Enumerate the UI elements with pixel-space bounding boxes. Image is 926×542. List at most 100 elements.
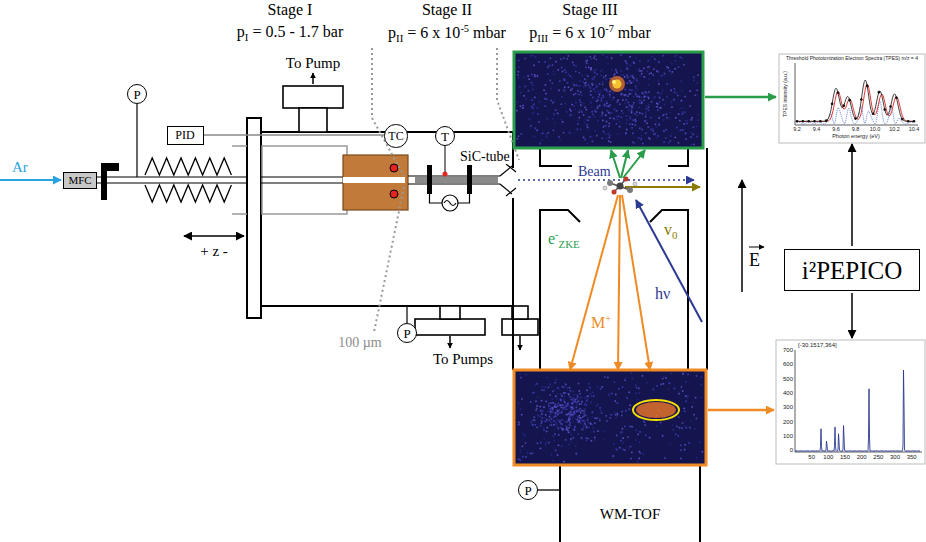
electron-detector-image-part-part bbox=[575, 71, 577, 73]
ion-detector-image-part-part bbox=[569, 396, 571, 398]
tpes-plot-part-part bbox=[837, 91, 840, 94]
ion-detector-image-part-part bbox=[567, 403, 569, 405]
ion-detector-image-part-part bbox=[579, 403, 581, 405]
label-text: p bbox=[237, 23, 245, 40]
electron-detector-image-part-part bbox=[652, 74, 654, 76]
source-chamber-part bbox=[512, 306, 528, 319]
ion-detector-image-part-part bbox=[557, 426, 559, 428]
label-text: ZKE bbox=[559, 238, 580, 250]
electron-detector-image-part-part bbox=[639, 112, 641, 114]
ion-detector-image-part-part bbox=[691, 406, 693, 408]
electron-detector-image-part-part bbox=[532, 113, 534, 115]
ion-detector-image-part-part bbox=[568, 431, 570, 433]
gas-inlet-part bbox=[97, 176, 248, 177]
ion-detector-image-part-part bbox=[696, 375, 698, 377]
electron-detector-image-part-part bbox=[557, 69, 559, 71]
electron-detector-image-part-part bbox=[631, 108, 633, 110]
electron-detector-image-part-part bbox=[609, 96, 611, 98]
electron-detector-image-part-part bbox=[599, 92, 601, 94]
tpes-plot-part-part bbox=[831, 103, 834, 106]
ion-detector-image-part-part bbox=[631, 373, 633, 375]
ion-detector-image-part-part bbox=[540, 419, 542, 421]
tpes-plot-part-part bbox=[807, 120, 810, 123]
electron-detector-image-part-part bbox=[696, 126, 698, 128]
source-chamber-part bbox=[406, 306, 407, 323]
electron-detector-image-part-part bbox=[632, 75, 634, 77]
electron-detector-image-part-part bbox=[681, 57, 683, 59]
electron-detector-image-part-part bbox=[605, 89, 607, 91]
ion-detector-image-part-part bbox=[573, 428, 575, 430]
ion-detector-image-part-part bbox=[580, 417, 582, 419]
tpes-plot-part-part bbox=[854, 117, 857, 120]
electron-detector-image-part-part bbox=[555, 109, 557, 111]
electron-detector-image-part-part bbox=[619, 103, 621, 105]
electron-detector-image-part-part bbox=[519, 86, 521, 88]
electron-detector-image-part-part bbox=[608, 140, 610, 142]
molecule-part bbox=[614, 179, 626, 192]
ion-detector-image-part-part bbox=[564, 395, 566, 397]
ion-detector-image-part-part bbox=[584, 411, 586, 413]
electron-detector-image-part-part bbox=[553, 113, 555, 115]
plot-label: 350 bbox=[907, 454, 917, 460]
ion-detector-image-part-part bbox=[545, 442, 547, 444]
ion-detector-image-part-part bbox=[569, 421, 571, 423]
spectrometer-part bbox=[668, 148, 688, 166]
ion-detector-image-part-part bbox=[530, 421, 532, 423]
ion-detector-image-part-part bbox=[578, 400, 580, 402]
electron-detector-image-part-part bbox=[646, 108, 648, 110]
ion-detector-image-part-part bbox=[551, 407, 553, 409]
ion-detector-image-part-part bbox=[588, 426, 590, 428]
electron-detector-image-part-part bbox=[532, 108, 534, 110]
ion-detector-image-part-part bbox=[537, 443, 539, 445]
electron-detector-image-part-part bbox=[586, 74, 588, 76]
electron-detector-image-part-part bbox=[614, 73, 616, 75]
ion-detector-image-part-part bbox=[582, 416, 584, 418]
source-chamber-part bbox=[408, 175, 500, 176]
ion-detector-image-part-part bbox=[639, 392, 641, 394]
ion-detector-image-part-part bbox=[563, 406, 565, 408]
electron-detector-image-part-part bbox=[574, 108, 576, 110]
ion-detector-image-part-part bbox=[541, 389, 543, 391]
electron-detector-image-part-part bbox=[518, 135, 520, 137]
ion-detector-image-part-part bbox=[684, 449, 686, 451]
ion-detector-image-part-part bbox=[577, 416, 579, 418]
label-text: v bbox=[664, 221, 672, 238]
electron-detector-image-part-part bbox=[602, 81, 604, 83]
electron-detector-image-part-part bbox=[606, 79, 608, 81]
electron-detector-image-part-part bbox=[625, 60, 627, 62]
electron-detector-image-part-part bbox=[659, 101, 661, 103]
electron-detector-image-part-part bbox=[607, 91, 609, 93]
ion-detector-image-part-part bbox=[563, 405, 565, 407]
ion-detector-image-part-part bbox=[555, 379, 557, 381]
ion-detector-image-part-part bbox=[556, 409, 558, 411]
electron-detector-image-part-part bbox=[608, 125, 610, 127]
electron-detector-image-part-part bbox=[548, 132, 550, 134]
ion-detector-image-part-part bbox=[629, 426, 631, 428]
label-text: Beam bbox=[578, 164, 611, 179]
electron-detector-image-part-part bbox=[605, 125, 607, 127]
electron-detector-image-part-part bbox=[670, 90, 672, 92]
electron-detector-image-part-part bbox=[602, 120, 604, 122]
electron-detector-image-part-part bbox=[530, 125, 532, 127]
tpes-plot-part bbox=[795, 63, 918, 125]
electron-detector-image-part-part bbox=[559, 80, 561, 82]
electron-detector-image-part-part bbox=[629, 124, 631, 126]
tpes-plot bbox=[779, 54, 925, 143]
ion-detector-image-part-part bbox=[518, 424, 520, 426]
electron-detector-image-part-part bbox=[540, 143, 542, 145]
ion-detector-image-part-part bbox=[555, 412, 557, 414]
figure-label: hν bbox=[655, 286, 670, 302]
electron-detector-image-part-part bbox=[595, 111, 597, 113]
label-text: III bbox=[537, 32, 548, 44]
ion-detector-image-part-part bbox=[590, 393, 592, 395]
electron-detector-image-part-part bbox=[640, 128, 642, 130]
label-text: 250 bbox=[873, 454, 883, 460]
electron-detector-image-part-part bbox=[532, 84, 534, 86]
ion-detector-image-part-part bbox=[685, 400, 687, 402]
ion-detector-image-part-part bbox=[553, 424, 555, 426]
ion-detector-image-part-part bbox=[560, 424, 562, 426]
ion-detector-image-part-part bbox=[597, 430, 599, 432]
electron-detector-image-part-part bbox=[587, 119, 589, 121]
electron-detector-image-part-part bbox=[570, 110, 572, 112]
